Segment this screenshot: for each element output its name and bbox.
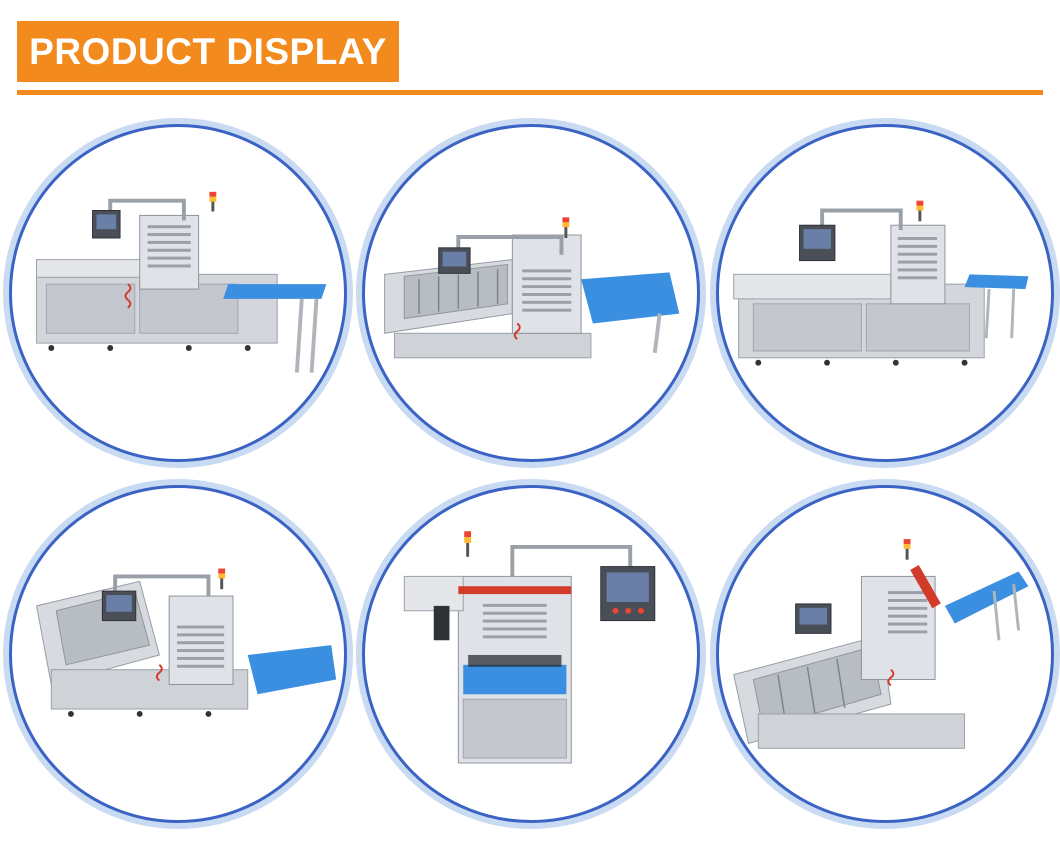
machine-illustration-1 [36, 191, 327, 373]
product-image-1 [9, 124, 347, 462]
product-image-5 [362, 485, 700, 823]
product-image-2 [362, 124, 700, 462]
header-divider [17, 90, 1043, 95]
section-title: PRODUCT DISPLAY [29, 30, 387, 72]
product-image-6 [716, 485, 1054, 823]
machine-illustration-6 [733, 539, 1029, 749]
section-header-badge: PRODUCT DISPLAY [17, 21, 399, 82]
machine-illustration-5 [403, 531, 656, 764]
machine-illustration-2 [384, 217, 680, 359]
product-image-4 [9, 485, 347, 823]
product-image-3 [716, 124, 1054, 462]
machine-illustration-3 [733, 200, 1029, 366]
machine-illustration-4 [35, 568, 337, 717]
